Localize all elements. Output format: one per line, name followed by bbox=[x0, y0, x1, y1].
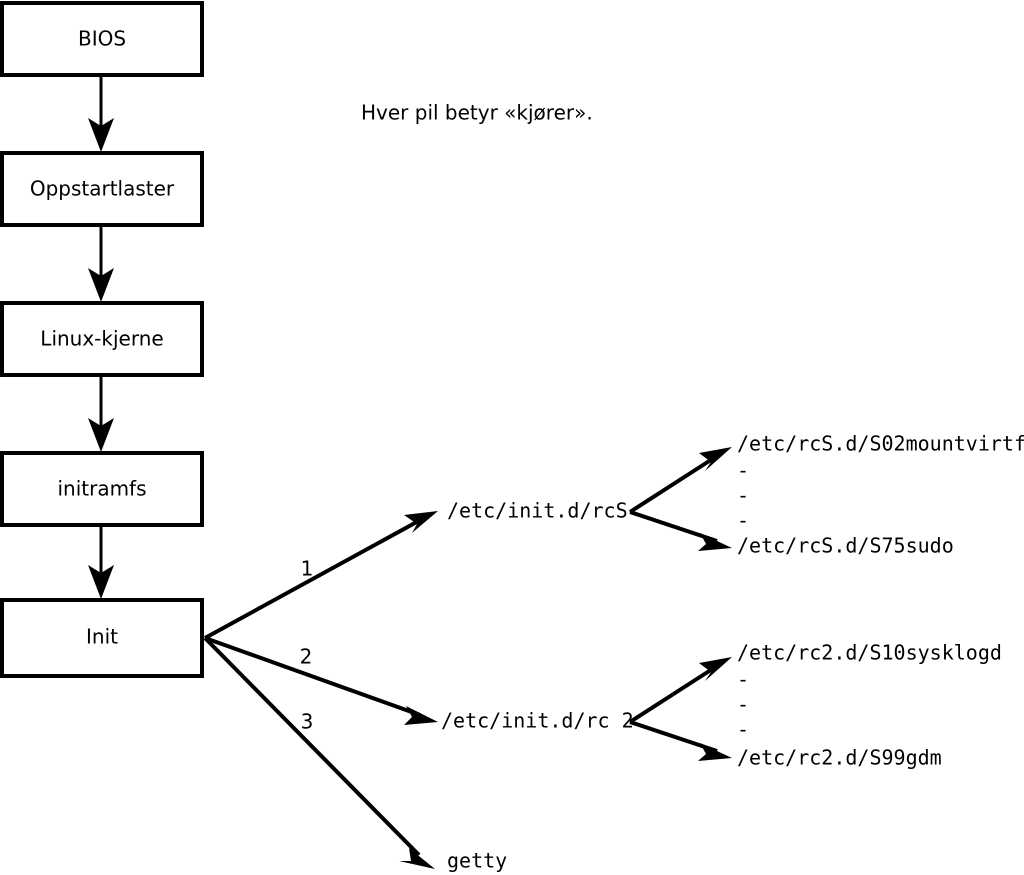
rc2-script-fan bbox=[628, 657, 732, 761]
rc2-ellipsis-dash-1: - bbox=[737, 668, 749, 692]
rcs-first-script-label: /etc/rcS.d/S02mountvirtfs bbox=[737, 432, 1024, 456]
rcs-script-labels: /etc/rcS.d/S02mountvirtfs - - - /etc/rcS… bbox=[737, 432, 1024, 558]
arrow-bootloader-to-kernel bbox=[88, 225, 114, 302]
branch-3-target-label: getty bbox=[447, 849, 507, 873]
box-kernel-label: Linux-kjerne bbox=[40, 327, 163, 351]
rc2-script-labels: /etc/rc2.d/S10sysklogd - - - /etc/rc2.d/… bbox=[737, 641, 1002, 770]
box-bios-label: BIOS bbox=[78, 27, 126, 51]
branch-2-init-to-rc2: 2 /etc/init.d/rc 2 bbox=[204, 636, 634, 733]
rc2-ellipsis-dash-2: - bbox=[737, 693, 749, 717]
box-bootloader-label: Oppstartlaster bbox=[30, 177, 175, 201]
branch-1-init-to-rcs: 1 /etc/init.d/rcS bbox=[204, 499, 628, 640]
arrow-initramfs-to-init bbox=[88, 525, 114, 599]
box-initramfs-label: initramfs bbox=[57, 477, 146, 501]
branch-1-target-label: /etc/init.d/rcS bbox=[447, 499, 628, 523]
branch-3-number: 3 bbox=[301, 710, 314, 734]
box-init-rect bbox=[0, 598, 204, 678]
rc2-last-script-label: /etc/rc2.d/S99gdm bbox=[737, 746, 942, 770]
arrow-bios-to-bootloader bbox=[88, 75, 114, 152]
box-bios-rect bbox=[0, 1, 204, 77]
box-bootloader: Oppstartlaster bbox=[0, 151, 204, 227]
diagram-caption: Hver pil betyr «kjører». bbox=[361, 101, 593, 125]
rcs-ellipsis-dash-3: - bbox=[737, 509, 749, 533]
branch-3-init-to-getty: 3 getty bbox=[203, 636, 507, 873]
box-initramfs-rect bbox=[0, 451, 204, 527]
branch-1-number: 1 bbox=[301, 557, 314, 581]
box-kernel: Linux-kjerne bbox=[0, 301, 204, 377]
box-init-label: Init bbox=[86, 625, 118, 649]
rcs-script-fan bbox=[628, 447, 732, 551]
box-bios: BIOS bbox=[0, 1, 204, 77]
rcs-ellipsis-dash-2: - bbox=[737, 484, 749, 508]
arrow-kernel-to-initramfs bbox=[88, 375, 114, 452]
rcs-last-script-label: /etc/rcS.d/S75sudo bbox=[737, 534, 954, 558]
box-initramfs: initramfs bbox=[0, 451, 204, 527]
rcs-ellipsis-dash-1: - bbox=[737, 459, 749, 483]
rc2-first-script-label: /etc/rc2.d/S10sysklogd bbox=[737, 641, 1002, 665]
box-init: Init bbox=[0, 598, 204, 678]
rc2-ellipsis-dash-3: - bbox=[737, 718, 749, 742]
branch-2-target-label: /etc/init.d/rc 2 bbox=[441, 709, 634, 733]
branch-2-number: 2 bbox=[300, 645, 313, 669]
